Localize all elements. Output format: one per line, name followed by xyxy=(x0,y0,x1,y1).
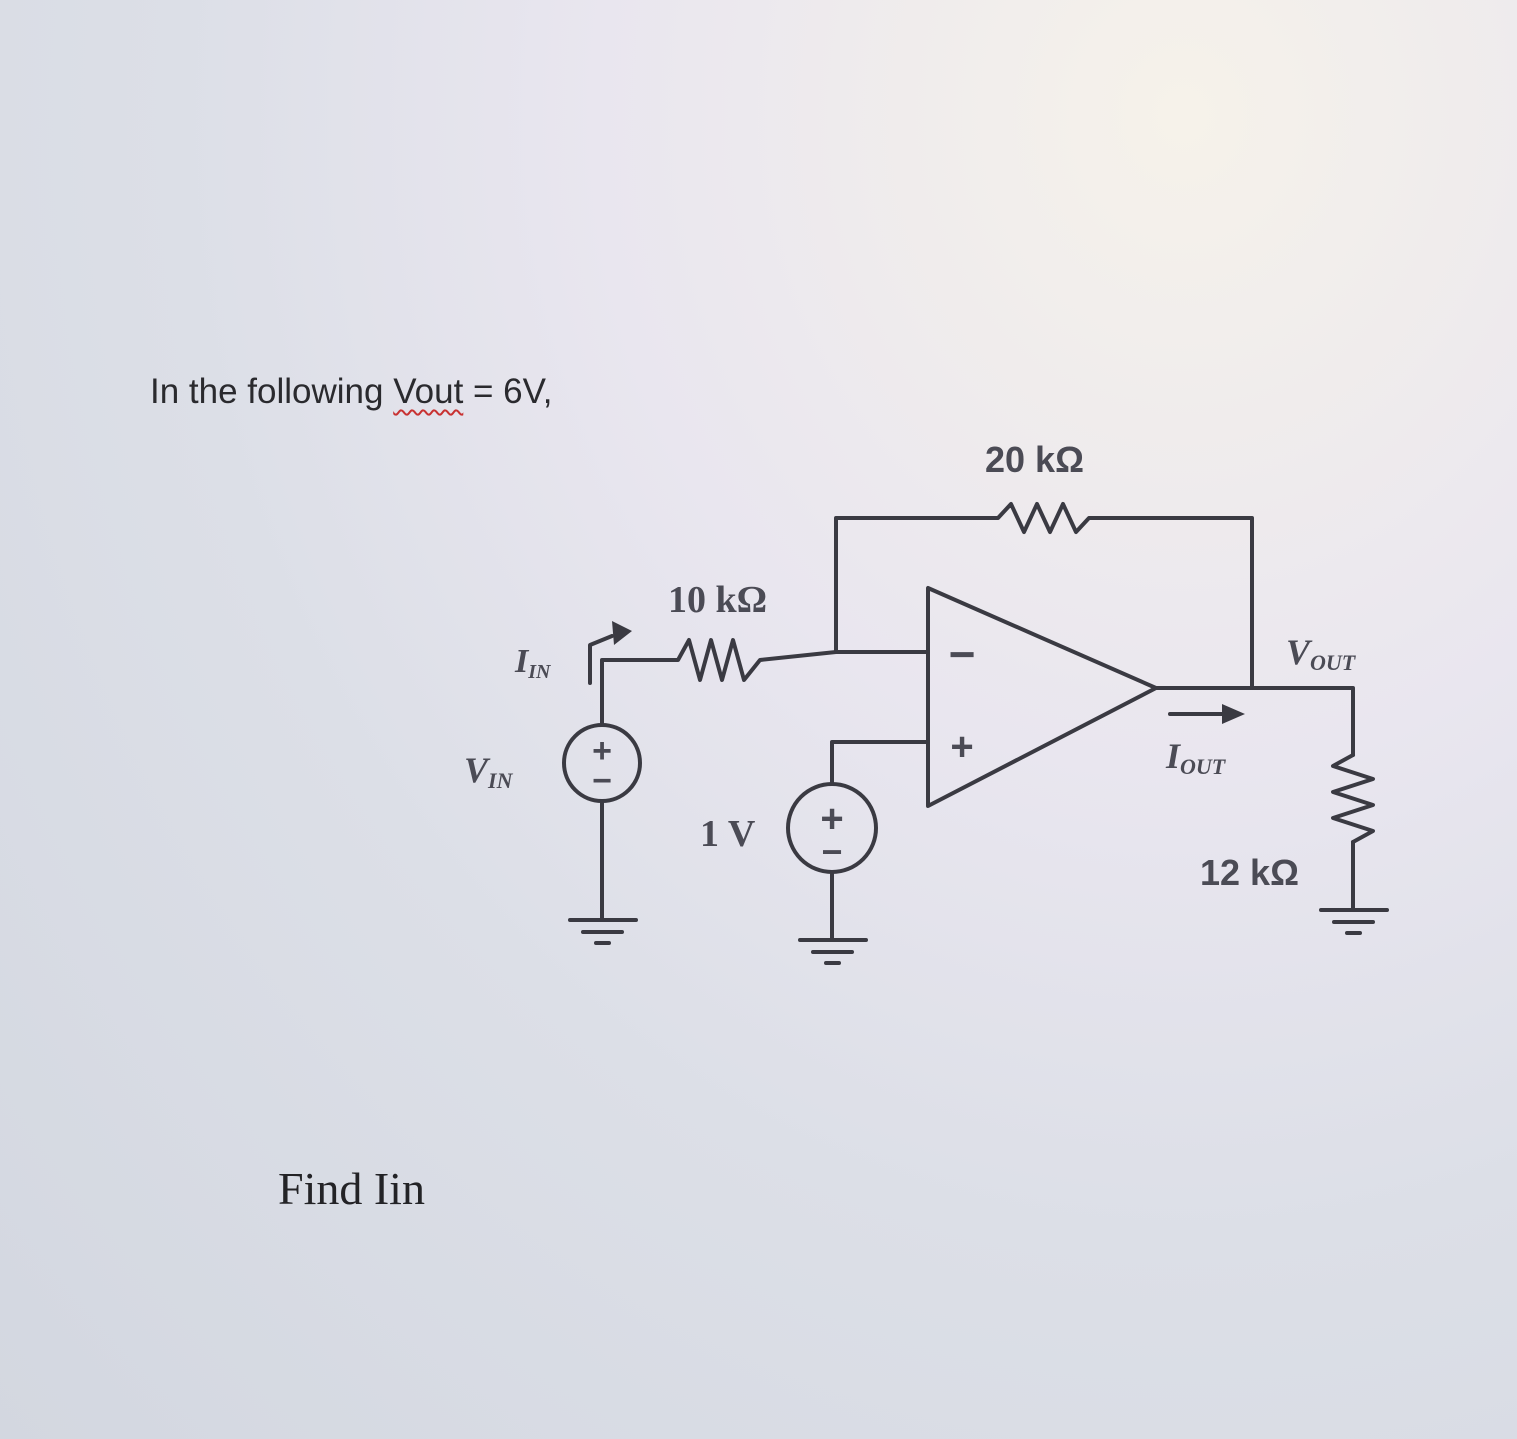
dc-source-label: 1 V xyxy=(700,813,756,855)
op-amp xyxy=(926,586,1158,808)
dc-source-plus: + xyxy=(820,797,843,841)
load-resistor-label: 12 kΩ xyxy=(1200,852,1299,893)
output-voltage-label: VOUT xyxy=(1286,632,1357,675)
input-current-arrowhead xyxy=(612,621,632,645)
problem-statement: In the following Vout = 6V, xyxy=(150,372,553,412)
opamp-noninverting-sign: + xyxy=(950,725,973,769)
noninverting-wire xyxy=(830,740,930,786)
output-wire xyxy=(1154,686,1355,757)
input-voltage-label: VIN xyxy=(464,750,514,793)
question-text: Find Iin xyxy=(278,1163,425,1214)
feedback-wire xyxy=(834,502,1254,690)
input-current-arrow xyxy=(588,634,614,685)
problem-suffix: = 6V, xyxy=(463,372,553,411)
opamp-inverting-sign: − xyxy=(949,628,976,680)
dc-source-minus: − xyxy=(821,831,842,872)
problem-prefix: In the following xyxy=(150,372,394,411)
output-current-arrowhead xyxy=(1222,704,1245,724)
input-source-minus: − xyxy=(592,762,612,800)
ground-symbol xyxy=(798,938,868,965)
feedback-resistor-label: 20 kΩ xyxy=(985,439,1084,480)
input-wire xyxy=(600,638,930,727)
ground-symbol xyxy=(568,918,638,945)
output-current-label: IOUT xyxy=(1165,736,1227,779)
input-resistor-label: 10 kΩ xyxy=(668,579,767,621)
load-resistor xyxy=(1331,753,1375,844)
vout-variable: Vout xyxy=(393,372,464,411)
input-current-label: IIN xyxy=(514,643,552,683)
input-source-plus: + xyxy=(592,732,612,770)
ground-symbol xyxy=(1319,908,1389,935)
